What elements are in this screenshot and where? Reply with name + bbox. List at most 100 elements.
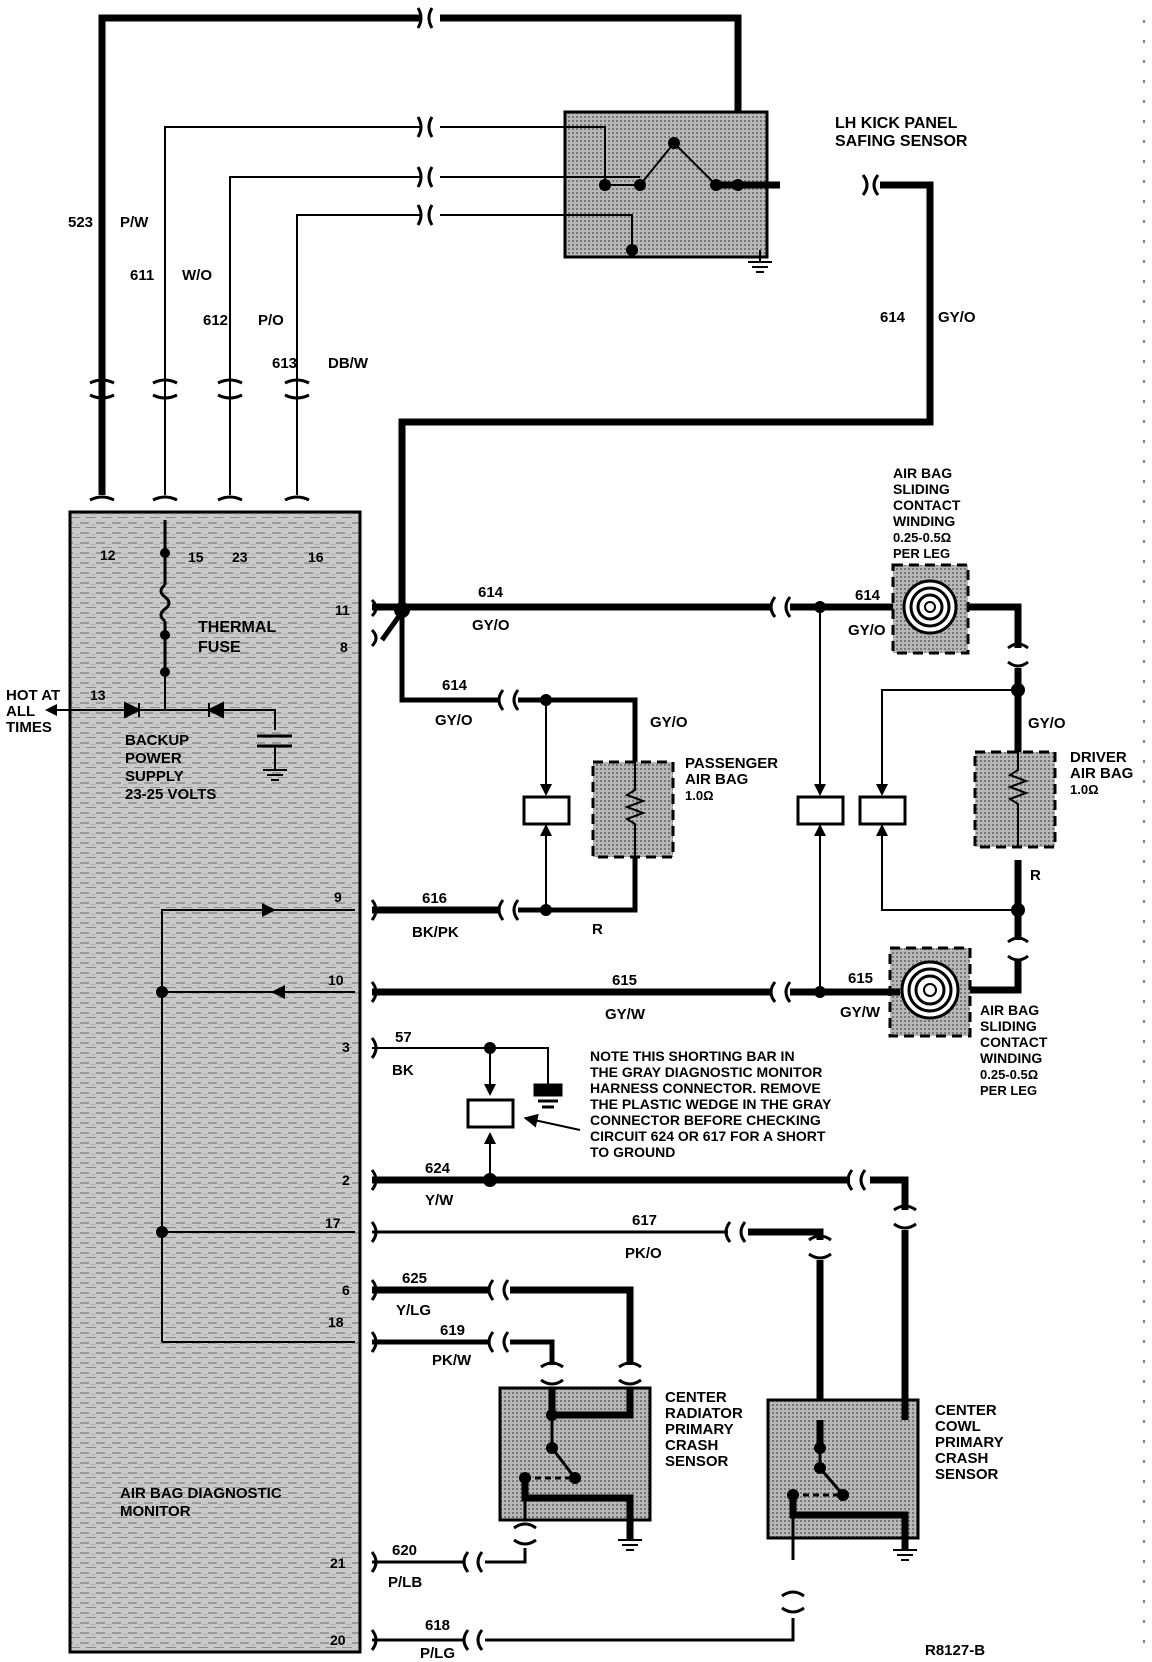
monitor-internal-bus — [161, 909, 355, 1343]
c615-main-num: 615 — [612, 972, 637, 989]
shorting-bar-right — [858, 795, 907, 826]
c523-color: P/W — [120, 214, 149, 231]
diagnostic-monitor — [68, 510, 362, 1654]
note-line-3: HARNESS CONNECTOR. REMOVE — [590, 1080, 821, 1096]
pin-20: 20 — [330, 1632, 346, 1648]
wire-620 — [370, 1522, 537, 1573]
pin-6: 6 — [342, 1282, 350, 1298]
safing-sensor — [563, 110, 780, 273]
wire-624 — [370, 1169, 917, 1400]
c614-main-color: GY/O — [472, 617, 510, 634]
c57-color: BK — [392, 1062, 414, 1079]
cowl-sensor-label-4: CRASH — [935, 1450, 988, 1467]
wire-615 — [370, 981, 900, 1003]
clockspring-bottom-3: CONTACT — [980, 1034, 1048, 1050]
shorting-bar-monitor — [466, 1098, 515, 1129]
c620-num: 620 — [392, 1542, 417, 1559]
hot-label-2: ALL — [6, 703, 35, 720]
note-line-2: THE GRAY DIAGNOSTIC MONITOR — [590, 1064, 822, 1080]
c615-clock-num: 615 — [848, 970, 873, 987]
clockspring-bottom-1: AIR BAG — [980, 1002, 1039, 1018]
c614-main-num: 614 — [478, 584, 504, 601]
diode-icon — [124, 701, 142, 719]
clockspring-top-2: SLIDING — [893, 481, 950, 497]
c57-num: 57 — [395, 1029, 412, 1046]
wire-57 — [370, 1037, 549, 1090]
c613-num: 613 — [272, 355, 297, 372]
c617-color: PK/O — [625, 1245, 662, 1262]
c611-color: W/O — [182, 267, 212, 284]
cowl-sensor-label-1: CENTER — [935, 1402, 997, 1419]
r-pass: R — [592, 921, 603, 938]
c617-num: 617 — [632, 1212, 657, 1229]
monitor-label-1: AIR BAG DIAGNOSTIC — [120, 1485, 282, 1502]
clockspring-top-3: CONTACT — [893, 497, 961, 513]
radiator-sensor-label-5: SENSOR — [665, 1453, 729, 1470]
safing-sensor-label-2: SAFING SENSOR — [835, 133, 968, 150]
c614-pass-num: 614 — [442, 677, 468, 694]
figure-id: R8127-B — [925, 1642, 985, 1659]
wire-614-clock — [819, 603, 1029, 994]
clockspring-bottom-5: 0.25-0.5Ω — [980, 1067, 1038, 1082]
c523-num: 523 — [68, 214, 93, 231]
clockspring-bottom-4: WINDING — [980, 1050, 1042, 1066]
passenger-air-bag-label-1: PASSENGER — [685, 755, 778, 772]
pin-21: 21 — [330, 1555, 346, 1571]
note-line-1: NOTE THIS SHORTING BAR IN — [590, 1048, 795, 1064]
c625-num: 625 — [402, 1270, 427, 1287]
pin-15: 15 — [188, 549, 204, 565]
clockspring-bottom-6: PER LEG — [980, 1083, 1037, 1098]
c616-color: BK/PK — [412, 924, 459, 941]
ground-icon — [618, 1520, 642, 1551]
gyo-pass-right: GY/O — [650, 714, 688, 731]
clockspring-top — [891, 563, 970, 655]
arrow-left-icon — [45, 704, 57, 716]
clockspring-top-4: WINDING — [893, 513, 955, 529]
diode-icon — [271, 985, 285, 999]
c625-color: Y/LG — [396, 1302, 431, 1319]
c616-num: 616 — [422, 890, 447, 907]
driver-air-bag-label-3: 1.0Ω — [1070, 782, 1099, 797]
backup-label-3: SUPPLY — [125, 768, 184, 785]
c614-pass-color: GY/O — [435, 712, 473, 729]
c612-color: P/O — [258, 312, 284, 329]
pin-13: 13 — [90, 687, 106, 703]
gyo-driver: GY/O — [1028, 715, 1066, 732]
hot-label-3: TIMES — [6, 719, 52, 736]
radiator-sensor-label-2: RADIATOR — [665, 1405, 743, 1422]
pin-8: 8 — [340, 639, 348, 655]
wire-614-riser — [398, 174, 934, 612]
safing-sensor-label-1: LH KICK PANEL — [835, 115, 958, 132]
r-driver: R — [1030, 867, 1041, 884]
inline-connectors-top — [89, 7, 434, 502]
backup-label-1: BACKUP — [125, 732, 189, 749]
c619-color: PK/W — [432, 1352, 472, 1369]
pin-2: 2 — [342, 1172, 350, 1188]
passenger-air-bag — [591, 760, 675, 859]
inline-connectors-614 — [497, 596, 792, 921]
c611-num: 611 — [130, 267, 154, 284]
pin-23: 23 — [232, 549, 248, 565]
radiator-sensor-label-3: PRIMARY — [665, 1421, 734, 1438]
cowl-crash-sensor — [766, 1398, 920, 1561]
pin-12: 12 — [100, 547, 116, 563]
wire-614-main — [370, 598, 905, 913]
pin-16: 16 — [308, 549, 324, 565]
clockspring-top-6: PER LEG — [893, 546, 950, 561]
clockspring-top-1: AIR BAG — [893, 465, 952, 481]
cowl-sensor-label-3: PRIMARY — [935, 1434, 1004, 1451]
c614-clock-color: GY/O — [848, 622, 886, 639]
passenger-air-bag-label-3: 1.0Ω — [685, 788, 714, 803]
radiator-sensor-label-1: CENTER — [665, 1389, 727, 1406]
clockspring-bottom — [888, 946, 972, 1038]
shorting-bar-passenger — [522, 795, 571, 826]
pin-10: 10 — [328, 972, 344, 988]
pin-18: 18 — [328, 1314, 344, 1330]
wire-625 — [370, 1279, 642, 1386]
shorting-bar-left — [796, 795, 845, 826]
pin-9: 9 — [334, 889, 342, 905]
note-line-7: TO GROUND — [590, 1144, 675, 1160]
ground-icon — [748, 250, 772, 273]
backup-label-2: POWER — [125, 750, 182, 767]
